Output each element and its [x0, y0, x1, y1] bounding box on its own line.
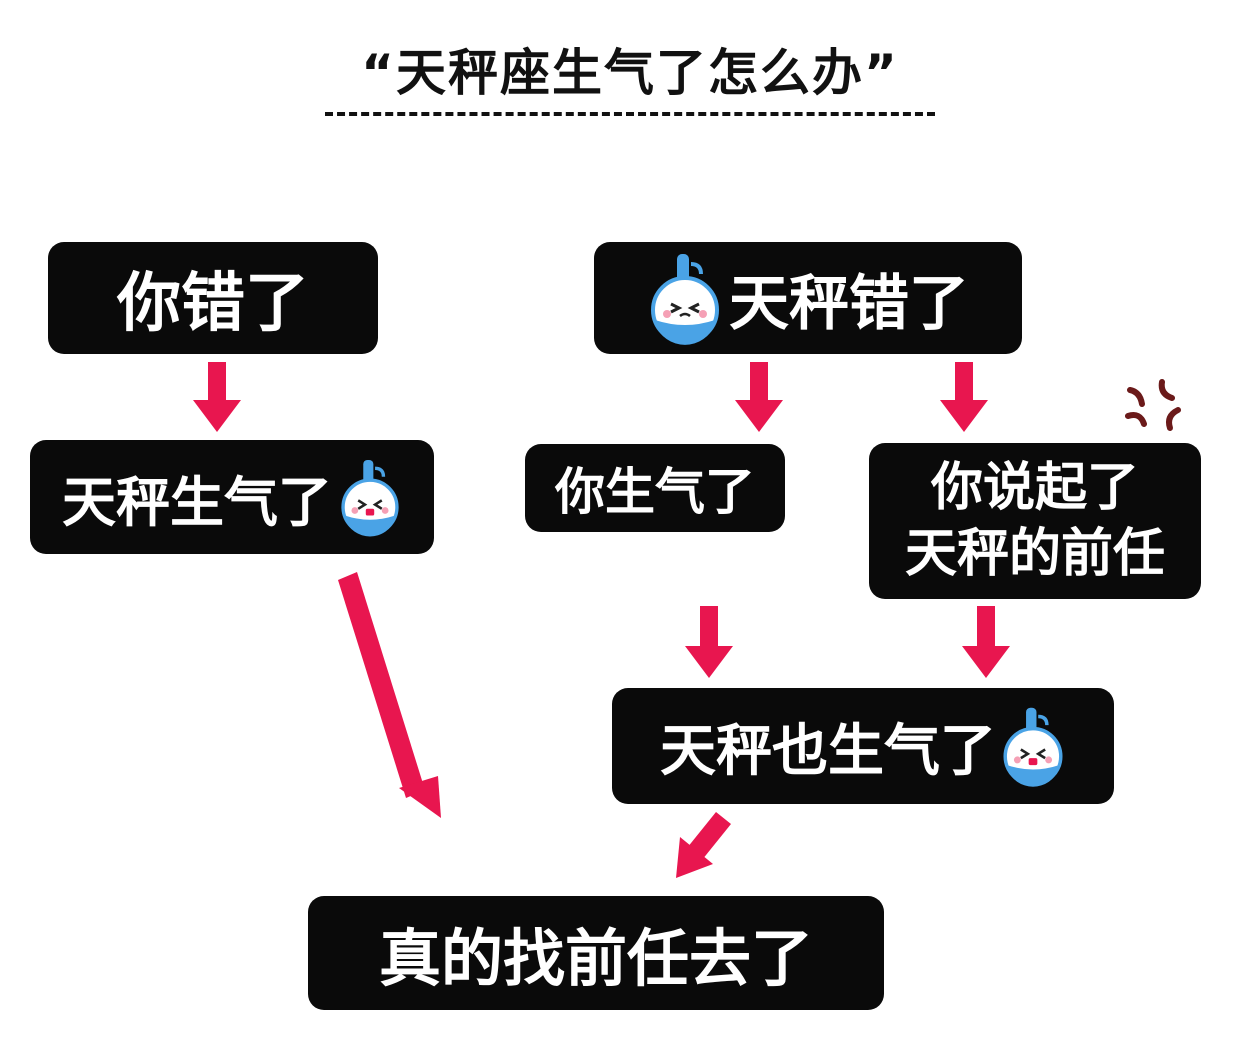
arrow-you-wrong-to-libra-angry — [193, 362, 241, 432]
node-libra-also-angry: 天秤也生气了 — [612, 688, 1114, 804]
libra-mascot-icon — [1003, 707, 1063, 787]
title-dashed-underline — [325, 112, 935, 116]
libra-mascot-icon — [651, 254, 719, 345]
libra-mascot-icon — [341, 459, 399, 537]
arrow-libra-also-angry-to-final — [676, 812, 731, 878]
arrow-you-angry-to-libra-also-angry — [685, 606, 733, 678]
node-really-found-ex: 真的找前任去了 — [308, 896, 884, 1010]
node-libra-angry: 天秤生气了 — [30, 440, 434, 554]
node-libra-wrong: 天秤错了 — [594, 242, 1022, 354]
node-libra-also-angry-label: 天秤也生气了 — [660, 718, 996, 784]
anger-mark-icon — [1125, 379, 1181, 431]
node-you-wrong: 你错了 — [48, 242, 378, 354]
node-mention-ex-line1: 你说起了 — [930, 458, 1139, 518]
arrow-libra-wrong-to-you-angry — [735, 362, 783, 432]
node-libra-angry-label: 天秤生气了 — [62, 470, 332, 534]
arrow-libra-angry-to-final — [338, 572, 441, 818]
diagram-title: “天秤座生气了怎么办” — [361, 44, 899, 102]
node-you-angry: 你生气了 — [525, 444, 785, 532]
arrow-libra-wrong-to-ex — [940, 362, 988, 432]
node-mention-ex-line2: 天秤的前任 — [904, 524, 1165, 584]
node-you-angry-label: 你生气了 — [555, 463, 755, 521]
node-really-found-ex-label: 真的找前任去了 — [378, 922, 813, 995]
node-libra-wrong-label: 天秤错了 — [729, 268, 969, 339]
node-mention-ex: 你说起了 天秤的前任 — [869, 443, 1201, 599]
node-you-wrong-label: 你错了 — [117, 267, 309, 341]
arrow-ex-to-libra-also-angry — [962, 606, 1010, 678]
